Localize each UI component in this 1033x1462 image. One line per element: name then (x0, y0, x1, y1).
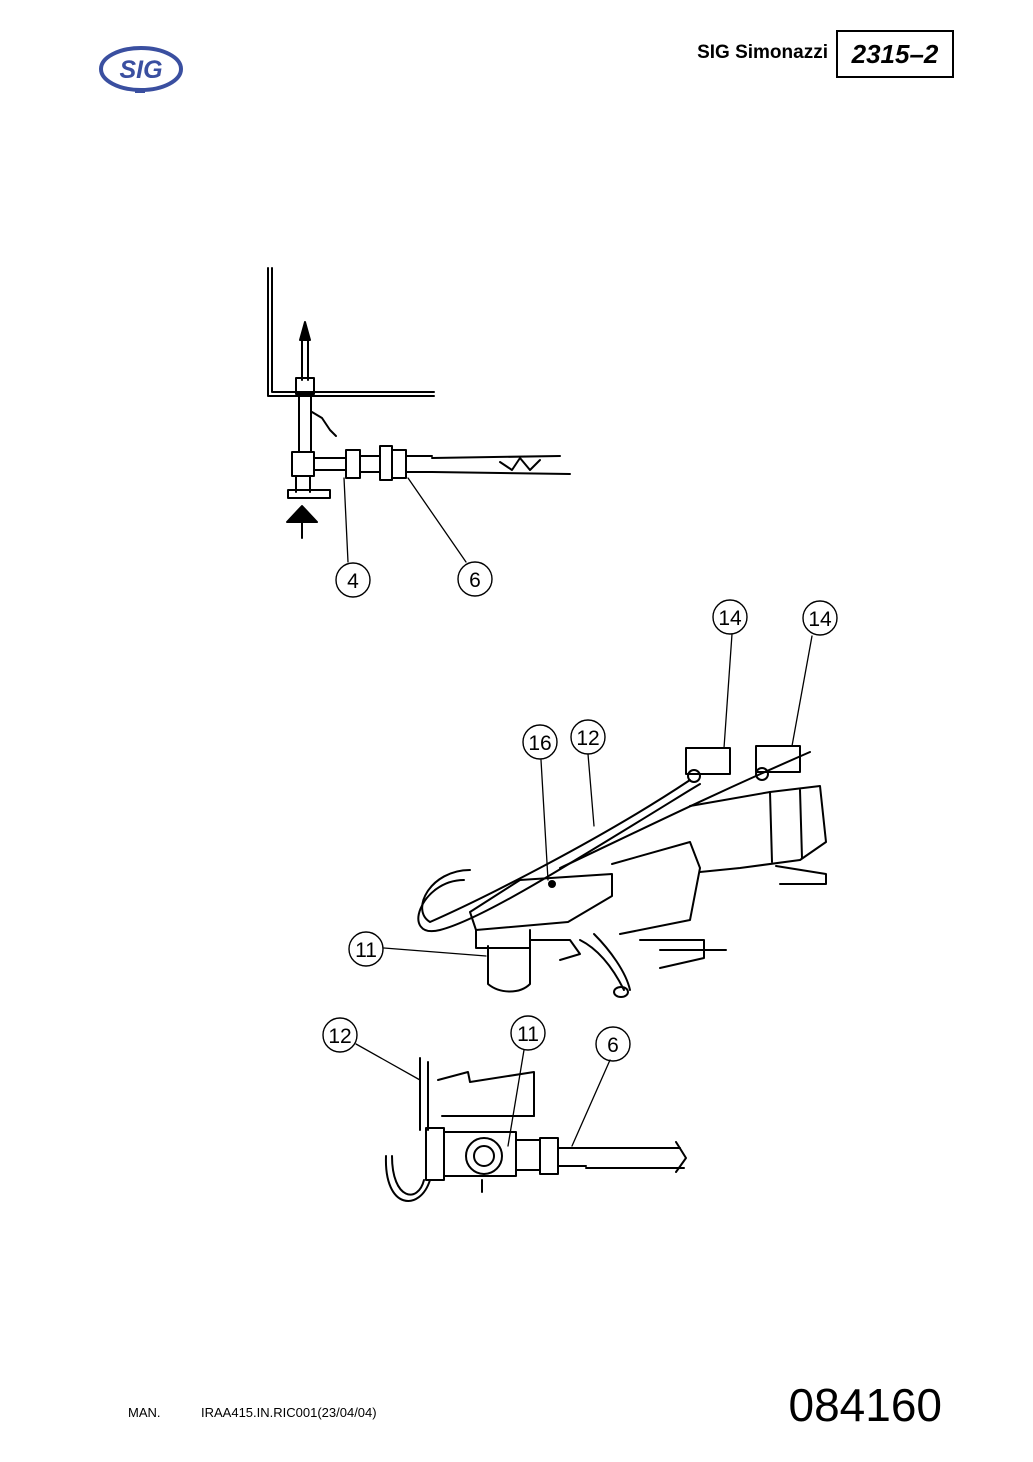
callout-12-bottom: 12 (328, 1025, 351, 1048)
callout-circle-6-top (457, 561, 493, 597)
callout-12-mid: 12 (576, 727, 599, 750)
drawing-number: 084160 (788, 1379, 943, 1431)
bottom-valve-assembly (355, 1043, 687, 1202)
footer-reference: IRAA415.IN.RIC001(23/04/04) (201, 1405, 377, 1420)
callout-11-mid: 11 (355, 939, 377, 962)
callout-circle-16 (522, 724, 558, 760)
page-code: 2315–2 (851, 38, 939, 69)
company-name: SIG Simonazzi (697, 42, 828, 63)
callout-11-bottom: 11 (517, 1023, 539, 1046)
callout-16: 16 (528, 732, 551, 755)
callout-circle-11-bottom (510, 1015, 546, 1051)
callout-14-right: 14 (808, 608, 832, 631)
callout-4: 4 (347, 570, 359, 593)
callout-6-bottom: 6 (607, 1034, 619, 1057)
callout-circle-6-bottom (595, 1026, 631, 1062)
logo-text: SIG (119, 56, 162, 84)
sig-logo: SIG (99, 46, 183, 93)
top-valve-assembly (267, 267, 571, 563)
middle-burner-assembly (383, 633, 827, 998)
callout-6-top: 6 (469, 569, 481, 592)
callout-circle-14-left (712, 599, 748, 635)
callout-circle-12-mid (570, 719, 606, 755)
footer-man: MAN. (128, 1405, 161, 1420)
callout-circle-12-bottom (322, 1017, 358, 1053)
callout-circle-14-right (802, 600, 838, 636)
page-code-box: 2315–2 (836, 30, 954, 78)
callout-circle-4 (335, 562, 371, 598)
callout-14-left: 14 (718, 607, 742, 630)
callout-circle-11-mid (348, 931, 384, 967)
